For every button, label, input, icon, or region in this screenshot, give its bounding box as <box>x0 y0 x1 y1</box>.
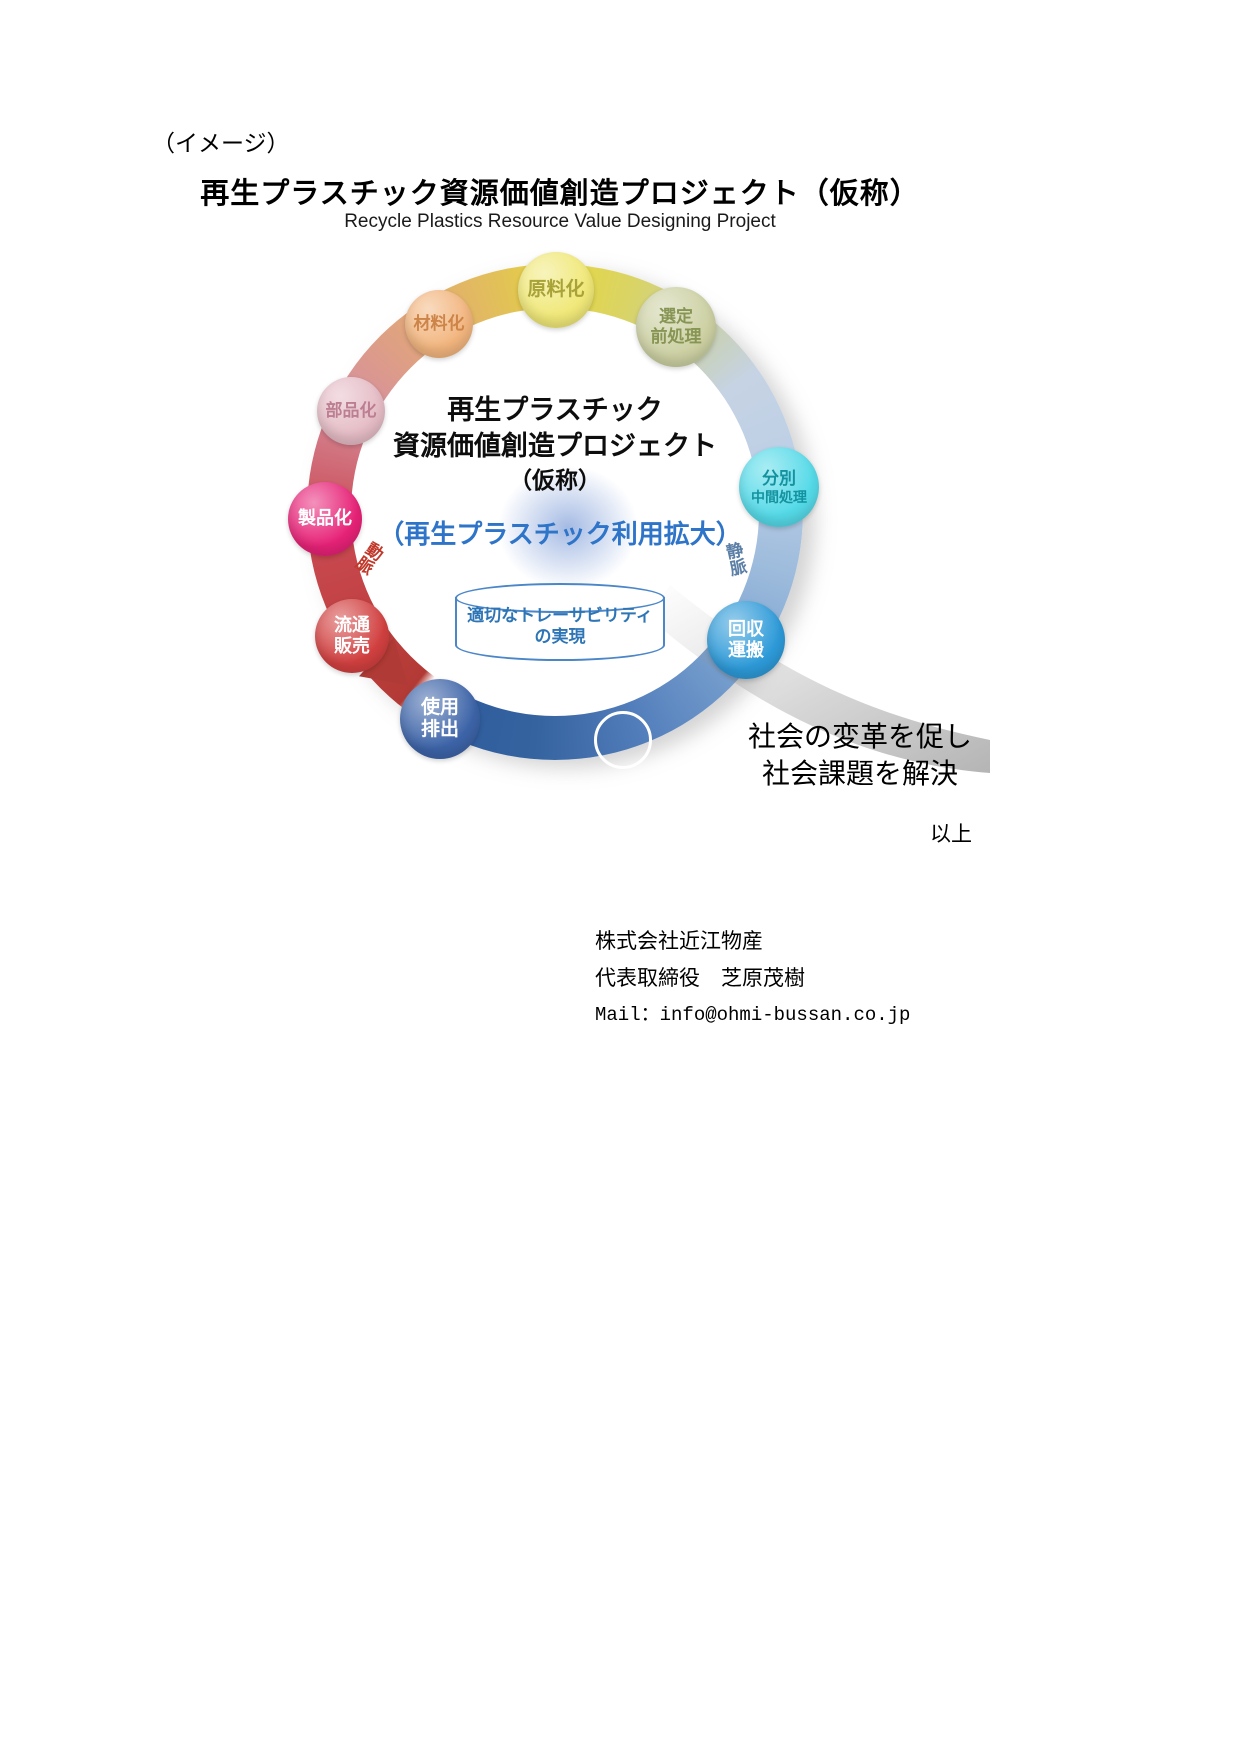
node-collection-transport: 回収 運搬 <box>707 601 785 679</box>
traceability-cylinder: 適切なトレーサビリティ の実現 <box>455 583 665 663</box>
node-label: 運搬 <box>728 640 764 660</box>
representative-name: 代表取締役 芝原茂樹 <box>595 966 805 990</box>
shadow-swoosh <box>648 585 990 773</box>
node-label: 原料化 <box>527 278 585 300</box>
node-label: 製品化 <box>298 508 352 529</box>
white-circle-marker <box>594 711 652 769</box>
expansion-note: （再生プラスチック利用拡大） <box>378 519 742 549</box>
image-caption-tag: （イメージ） <box>152 130 290 156</box>
page-subtitle: Recycle Plastics Resource Value Designin… <box>344 211 776 232</box>
page-title: 再生プラスチック資源価値創造プロジェクト（仮称） <box>200 178 920 210</box>
node-raw-material: 原料化 <box>518 252 594 328</box>
node-label: 材料化 <box>413 313 465 333</box>
cylinder-text-line2: の実現 <box>534 627 586 646</box>
node-selection-pretreatment: 選定 前処理 <box>636 287 716 367</box>
node-label: 使用 <box>420 696 459 718</box>
cylinder-text-line1: 適切なトレーサビリティ <box>467 606 653 625</box>
cylinder-text: 適切なトレーサビリティ の実現 <box>455 605 665 647</box>
social-message-line2: 社会課題を解決 <box>761 758 958 789</box>
node-productization: 製品化 <box>288 482 362 556</box>
node-label: 回収 <box>728 618 764 639</box>
node-label: 排出 <box>420 719 459 740</box>
closing-word: 以上 <box>930 822 972 846</box>
company-name: 株式会社近江物産 <box>595 929 763 953</box>
node-distribution-sales: 流通 販売 <box>315 599 389 673</box>
node-label: 流通 <box>334 614 370 635</box>
social-message: 社会の変革を促し 社会課題を解決 <box>735 718 985 792</box>
social-message-line1: 社会の変革を促し <box>747 721 972 752</box>
node-label: 選定 <box>659 306 693 326</box>
blue-glow <box>498 466 638 590</box>
node-sorting-intermediate: 分別 中間処理 <box>739 447 819 527</box>
node-label: 部品化 <box>325 400 377 420</box>
node-label: 販売 <box>334 636 370 656</box>
node-use-discharge: 使用 排出 <box>400 679 480 759</box>
cylinder-top-ellipse <box>455 583 665 613</box>
company-block: 株式会社近江物産 代表取締役 芝原茂樹 Mail：info@ohmi-bussa… <box>595 925 910 1036</box>
diagram-center-title: 再生プラスチック 資源価値創造プロジェクト （仮称） <box>375 392 735 496</box>
center-title-line3: （仮称） <box>509 467 601 493</box>
node-parts: 部品化 <box>317 377 385 445</box>
contact-mail: Mail：info@ohmi-bussan.co.jp <box>595 1004 911 1026</box>
node-materialization: 材料化 <box>405 290 473 358</box>
center-title-line1: 再生プラスチック <box>447 395 663 425</box>
node-label: 前処理 <box>650 327 702 346</box>
node-label: 中間処理 <box>751 488 807 505</box>
center-title-line2: 資源価値創造プロジェクト <box>393 431 717 461</box>
node-label: 分別 <box>762 468 796 488</box>
